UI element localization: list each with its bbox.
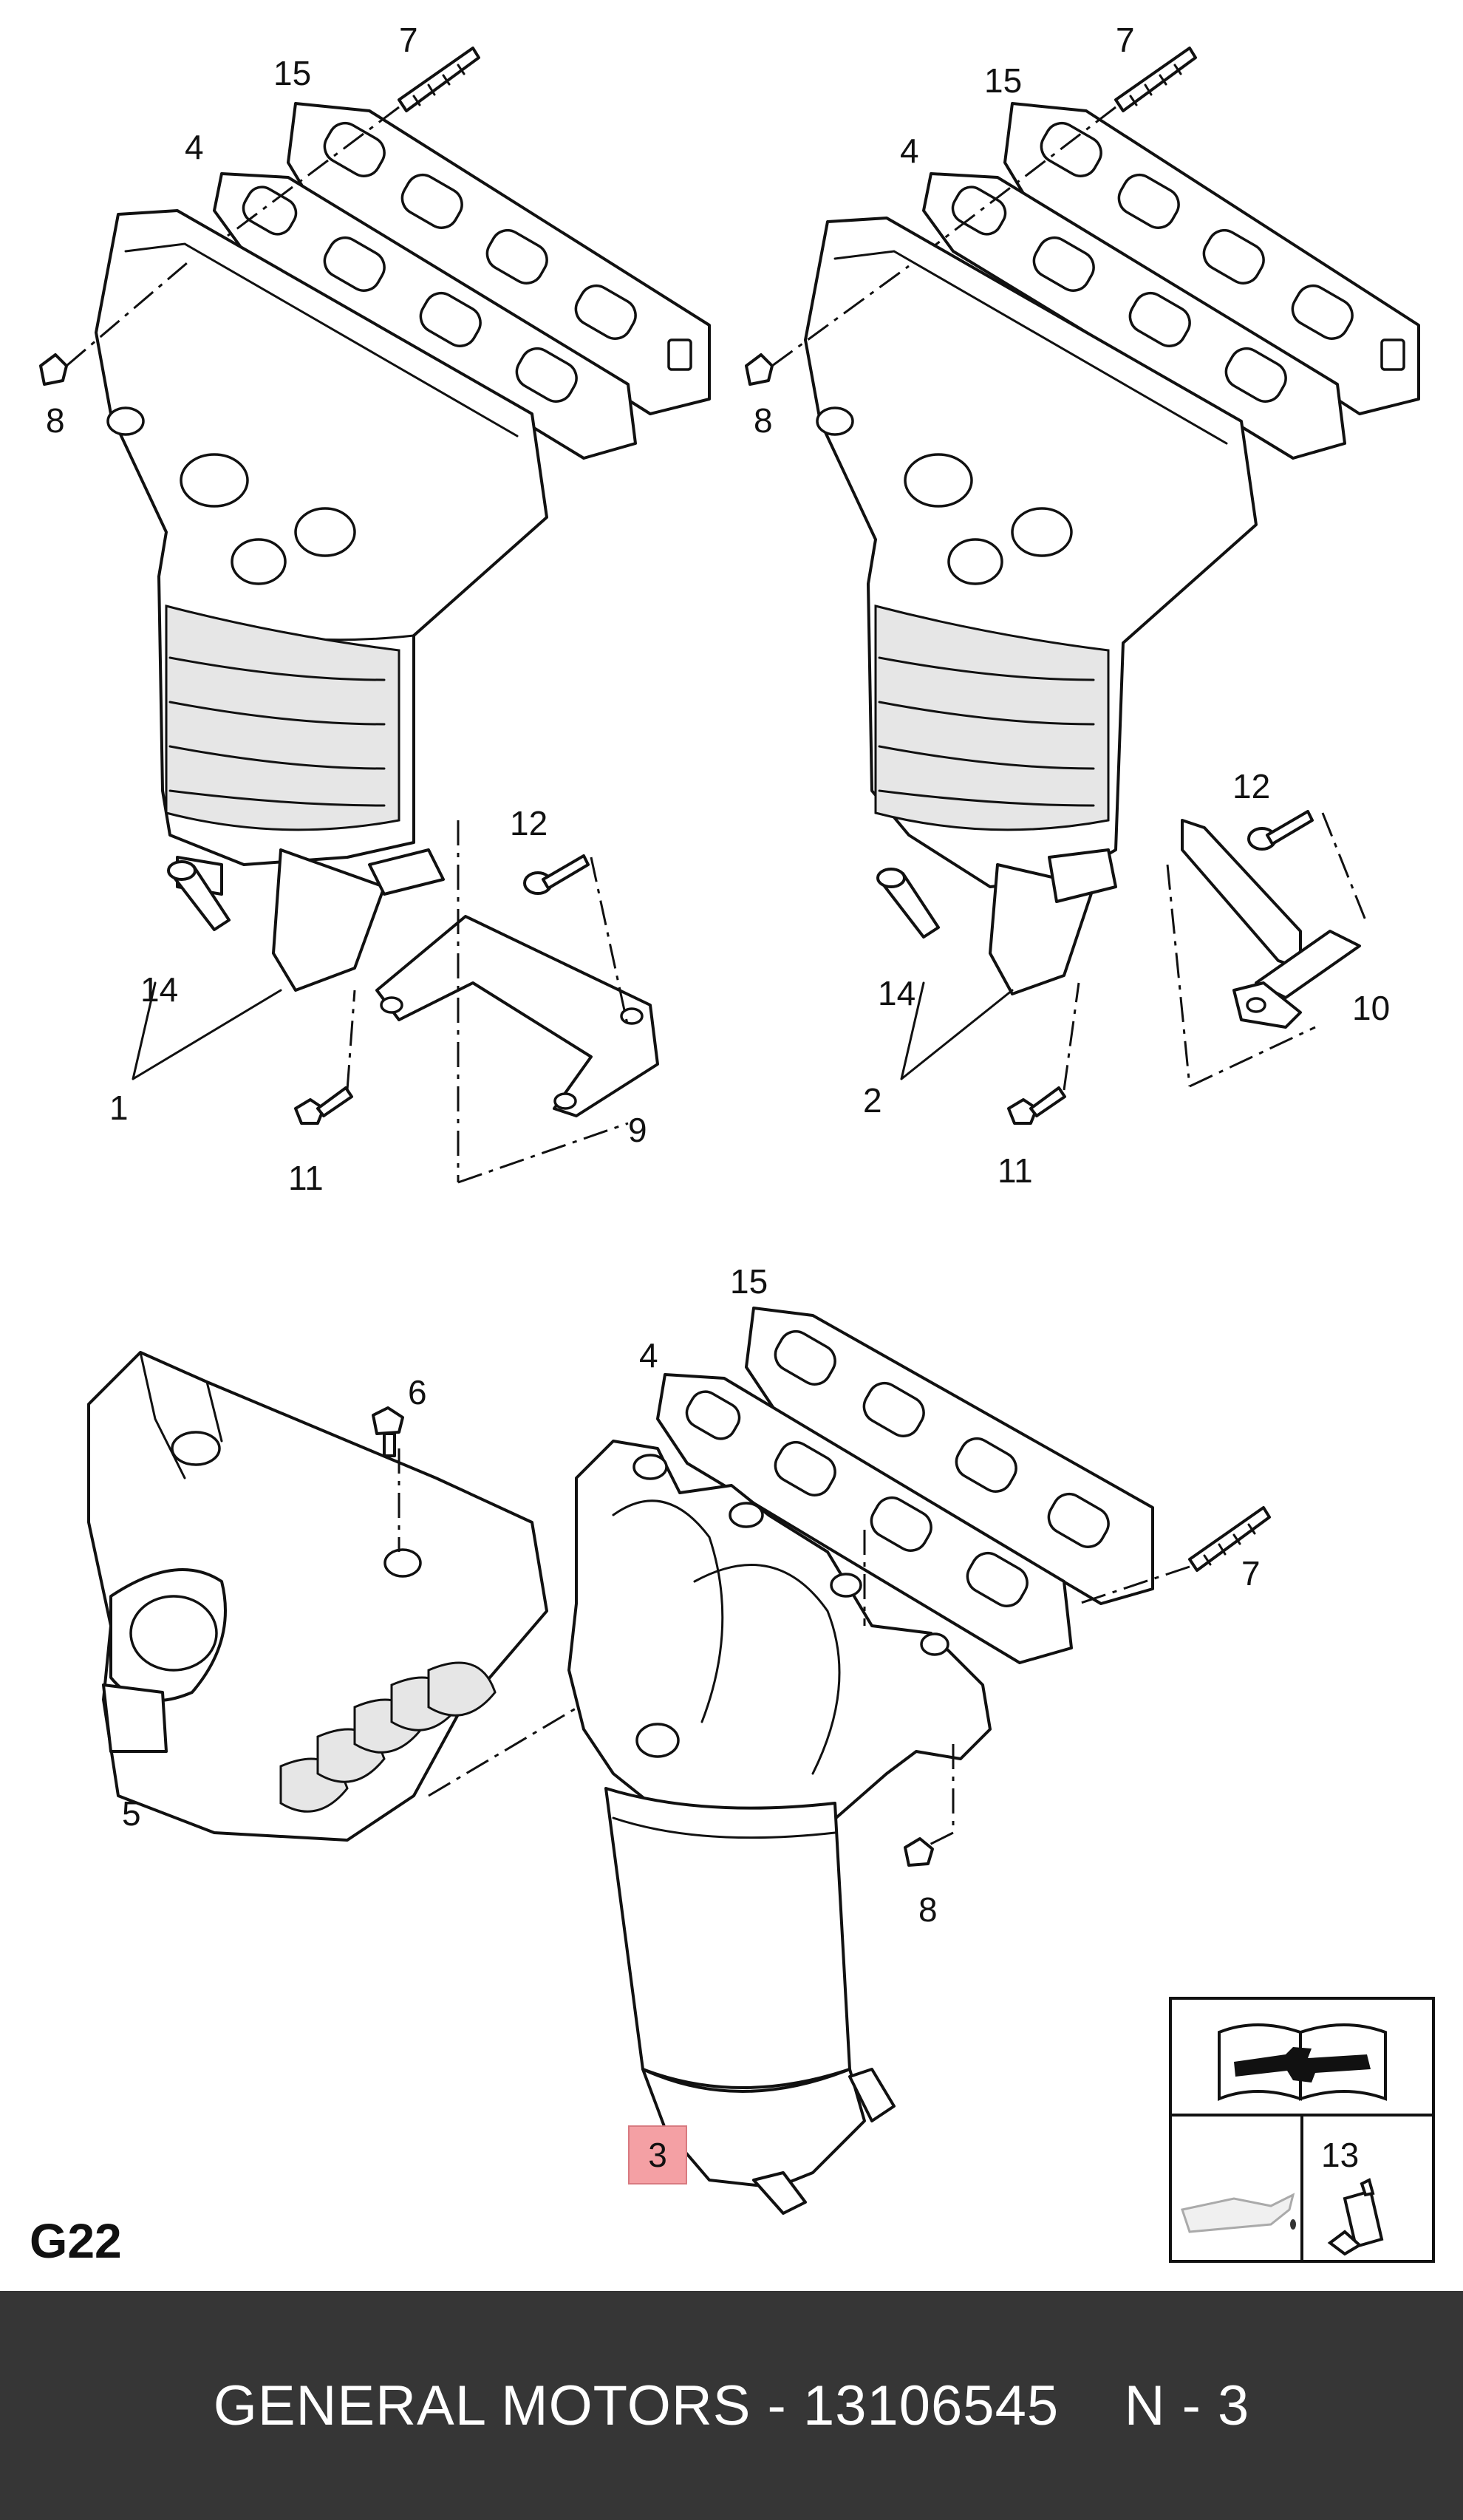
label-4-tr: 4: [900, 132, 919, 170]
label-15-tl: 15: [273, 54, 311, 92]
label-8-b: 8: [918, 1890, 938, 1929]
stud-7-tr: [849, 47, 1197, 312]
bolt-11-tr: [1007, 982, 1080, 1125]
assembly-bottom: 15 4 6 7 5 8: [87, 1262, 1271, 2215]
nut-8-tr: [745, 265, 910, 386]
bolt-6: [372, 1406, 404, 1457]
label-11-tl: 11: [288, 1159, 324, 1197]
label-10: 10: [1352, 989, 1390, 1027]
stud-7-b: [1078, 1506, 1271, 1605]
label-2: 2: [863, 1081, 882, 1120]
label-12-tr: 12: [1232, 767, 1270, 806]
gasket-15-tr: [1003, 102, 1420, 415]
bracket-9: [375, 820, 659, 1184]
label-14-tl: 14: [140, 970, 178, 1009]
label-6: 6: [408, 1373, 427, 1411]
label-5: 5: [122, 1794, 141, 1833]
diagram-code: G22: [30, 2213, 122, 2268]
footer-text: GENERAL MOTORS - 13106545 N - 3: [213, 2374, 1250, 2437]
label-7-tl: 7: [399, 21, 418, 59]
label-7-tr: 7: [1116, 21, 1135, 59]
label-7-b: 7: [1241, 1554, 1261, 1593]
stud-14-tr: [876, 868, 940, 939]
gasket-15-tl: [287, 102, 711, 415]
gasket-15-b: [745, 1307, 1154, 1605]
bolt-11-tl: [294, 990, 356, 1125]
label-12-tl: 12: [510, 804, 548, 842]
exploded-parts-diagram: 7 15 4 8 12 14 1 11 9: [39, 21, 1432, 2260]
assembly-top-right: 7 15 4 8 12 14 2 11 10: [745, 21, 1420, 1190]
label-1: 1: [109, 1089, 129, 1127]
legend-box: [1169, 1997, 1435, 2263]
label-4-tl: 4: [185, 128, 204, 166]
label-15-b: 15: [730, 1262, 768, 1301]
footer-bar: GENERAL MOTORS - 13106545 N - 3: [0, 2291, 1463, 2520]
label-15-tr: 15: [984, 61, 1022, 100]
bolt-12-tr: [1247, 810, 1314, 851]
gasket-4-tr: [922, 172, 1346, 460]
bolt-12-tl: [523, 854, 590, 895]
manifold-converter-2: [804, 217, 1258, 995]
nut-8-tl: [39, 257, 193, 386]
manifold-converter-3: [567, 1440, 992, 2215]
gasket-4-tl: [213, 172, 637, 460]
label-9: 9: [628, 1111, 647, 1149]
label-14-tr: 14: [878, 974, 915, 1012]
label-4-b: 4: [639, 1336, 658, 1375]
stud-14-tl: [167, 860, 231, 931]
bracket-10: [1166, 812, 1368, 1088]
stud-7-tl: [147, 47, 480, 297]
label-11-tr: 11: [998, 1151, 1033, 1190]
highlighted-part-3-label: 3: [628, 2125, 687, 2184]
gasket-4-b: [656, 1373, 1073, 1664]
heat-shield-5: [87, 1351, 865, 1842]
label-8-tl: 8: [46, 401, 65, 440]
label-8-tr: 8: [754, 401, 773, 440]
manifold-converter-1: [95, 209, 548, 992]
assembly-top-left: 7 15 4 8 12 14 1 11 9: [39, 21, 711, 1197]
nut-8-b: [904, 1837, 934, 1867]
